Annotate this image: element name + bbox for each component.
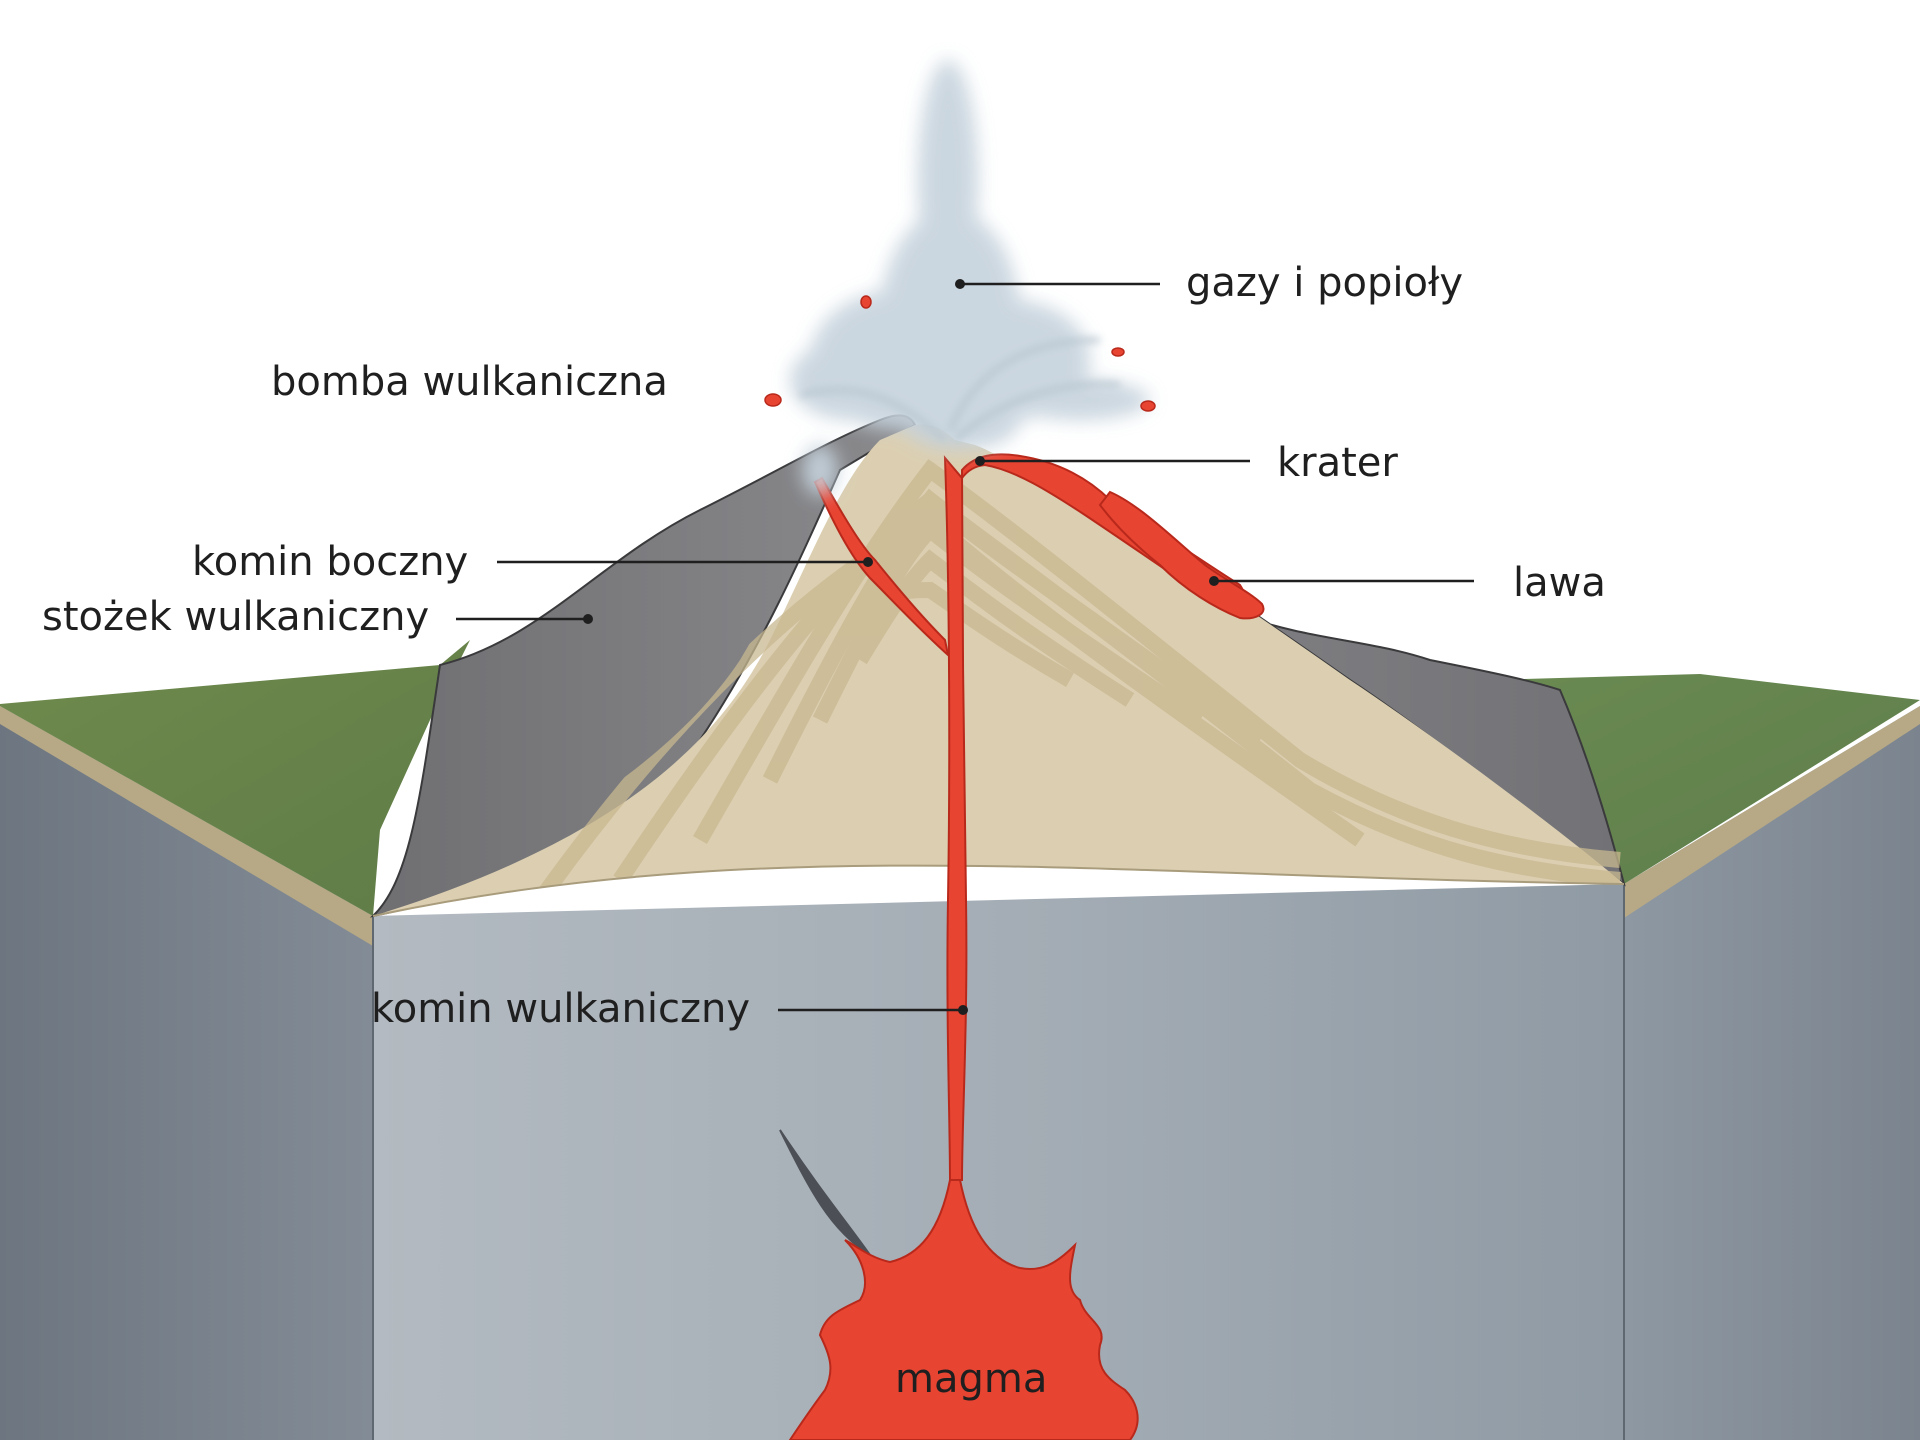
leader-crater-dot — [975, 456, 985, 466]
bomb-3 — [1111, 347, 1125, 357]
leader-lines — [456, 279, 1474, 1015]
ground-front-face — [373, 884, 1624, 1440]
magma-system — [779, 453, 1265, 1440]
bomb-4 — [1140, 400, 1156, 412]
ground-block — [0, 706, 1920, 1440]
labels: gazy i popioły bomba wulkaniczna krater … — [42, 260, 1606, 1402]
label-volcanic-cone: stożek wulkaniczny — [42, 594, 429, 640]
lava-flow-shape — [1098, 490, 1265, 620]
volcanic-bombs — [764, 295, 1156, 412]
leader-side-vent-dot — [863, 557, 873, 567]
label-magma: magma — [895, 1356, 1047, 1402]
label-side-vent: komin boczny — [192, 539, 468, 585]
ash-cloud — [790, 60, 1150, 496]
ground-left-edge-band — [0, 706, 373, 946]
main-conduit-shape — [943, 453, 1247, 1181]
leader-cone-dot — [583, 614, 593, 624]
label-volcanic-conduit: komin wulkaniczny — [371, 986, 750, 1032]
leader-gases-dot — [955, 279, 965, 289]
volcanic-cone — [369, 414, 1626, 918]
grass-left — [0, 640, 470, 916]
leader-lava-dot — [1209, 576, 1219, 586]
label-lava: lawa — [1513, 560, 1606, 606]
label-crater: krater — [1277, 440, 1398, 486]
label-gases-and-ash: gazy i popioły — [1186, 260, 1463, 306]
ground-right-face — [1624, 706, 1920, 1440]
side-vent-shape — [813, 476, 950, 658]
ground-right-edge-band — [1624, 706, 1920, 918]
leader-conduit-dot — [958, 1005, 968, 1015]
label-volcanic-bomb: bomba wulkaniczna — [271, 359, 668, 405]
bomb-2 — [860, 295, 872, 309]
bomb-1 — [764, 393, 782, 407]
